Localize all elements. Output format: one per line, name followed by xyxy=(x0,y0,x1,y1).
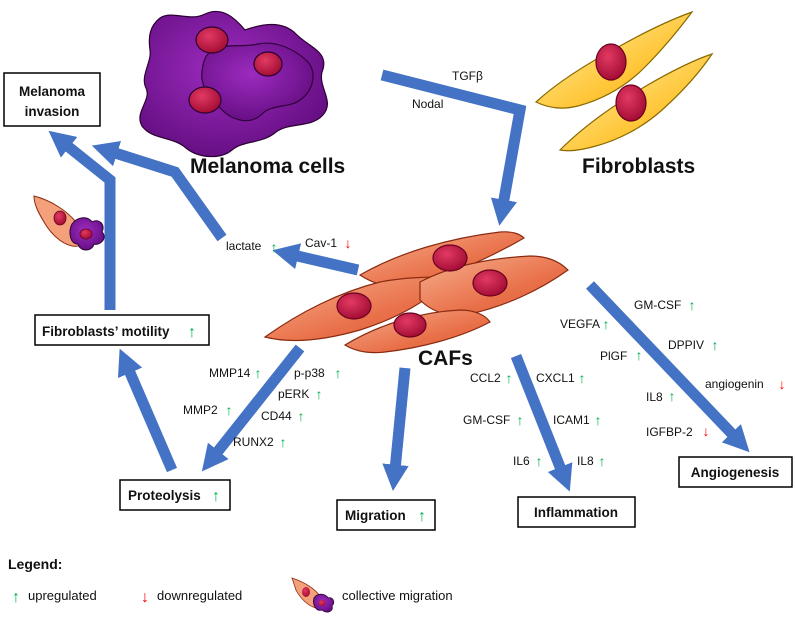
up-arrow-icon: ↑ xyxy=(669,388,676,404)
gmcsf-inflammation-label: GM-CSF xyxy=(463,413,510,427)
ccl2-label: CCL2 xyxy=(470,371,501,385)
cafs-illustration xyxy=(263,231,569,354)
fibroblast-nucleus xyxy=(595,43,627,81)
caf-nucleus xyxy=(336,292,372,320)
tgfb-label: TGFβ xyxy=(452,69,483,83)
mmp14-label: MMP14 xyxy=(209,366,251,380)
down-arrow-icon: ↓ xyxy=(141,589,149,606)
runx2-label: RUNX2 xyxy=(233,435,274,449)
vegfa-label: VEGFA xyxy=(560,317,600,331)
cafs-label: CAFs xyxy=(418,347,473,370)
cxcl1-label: CXCL1 xyxy=(536,371,575,385)
factor-labels: TGFβ Nodal lactate ↑ Cav-1 ↓ MMP14 ↑ p-p… xyxy=(183,69,786,469)
pigf-label: PlGF xyxy=(600,349,627,363)
melanoma-invasion-box: Melanoma invasion xyxy=(3,72,101,127)
up-arrow-icon: ↑ xyxy=(12,589,20,606)
cd44-label: CD44 xyxy=(261,409,292,423)
up-arrow-icon: ↑ xyxy=(255,365,262,381)
up-arrow-icon: ↑ xyxy=(226,402,233,418)
up-arrow-icon: ↑ xyxy=(316,386,323,402)
up-arrow-icon: ↑ xyxy=(536,453,543,469)
migration-box: Migration ↑ xyxy=(336,499,436,531)
up-arrow-icon: ↑ xyxy=(271,239,278,255)
legend-collective-migration: collective migration xyxy=(342,588,453,603)
arrow-proteolysis-to-motility xyxy=(117,348,178,473)
legend-title: Legend: xyxy=(8,556,62,572)
up-arrow-icon: ↑ xyxy=(517,412,524,428)
arrow-lactate-to-invasion xyxy=(91,141,227,242)
migration-label: Migration xyxy=(345,508,406,523)
up-arrow-icon: ↑ xyxy=(712,337,719,353)
fibroblast-nucleus xyxy=(615,84,647,122)
proteolysis-box: Proteolysis ↑ xyxy=(119,479,231,511)
angiogenesis-label: Angiogenesis xyxy=(691,465,780,480)
arrow-cafs-to-lactate xyxy=(272,243,360,276)
caf-nucleus xyxy=(393,312,427,338)
arrow-cafs-to-inflammation xyxy=(510,353,573,492)
il8-inflammation-label: IL8 xyxy=(577,454,594,468)
angiogenesis-box: Angiogenesis xyxy=(678,456,793,488)
melanoma-cells-label: Melanoma cells xyxy=(190,155,345,178)
melanoma-nucleus xyxy=(188,86,222,114)
up-arrow-icon: ↑ xyxy=(298,408,305,424)
fibroblasts-motility-label: Fibroblasts’ motility xyxy=(42,324,170,339)
legend-upregulated: upregulated xyxy=(28,588,97,603)
caf-nucleus xyxy=(472,269,508,297)
up-arrow-icon: ↑ xyxy=(599,453,606,469)
up-arrow-icon: ↑ xyxy=(579,370,586,386)
up-arrow-icon: ↑ xyxy=(603,316,610,332)
down-arrow-icon: ↓ xyxy=(345,235,352,251)
melanoma-nucleus xyxy=(253,51,283,77)
fibroblasts-illustration xyxy=(534,10,714,152)
il6-label: IL6 xyxy=(513,454,530,468)
fibroblasts-motility-box: Fibroblasts’ motility ↑ xyxy=(34,314,210,346)
arrow-cafs-to-proteolysis xyxy=(201,344,305,472)
up-arrow-icon: ↑ xyxy=(506,370,513,386)
arrow-motility-to-invasion xyxy=(48,130,116,310)
collective-migration-icon xyxy=(33,195,105,251)
up-arrow-icon: ↑ xyxy=(335,365,342,381)
mmp2-label: MMP2 xyxy=(183,403,218,417)
perk-label: pERK xyxy=(278,387,309,401)
up-arrow-icon: ↑ xyxy=(418,508,426,525)
arrows xyxy=(48,69,750,492)
il8-angiogenesis-label: IL8 xyxy=(646,390,663,404)
lactate-label: lactate xyxy=(226,239,262,253)
caf-nucleus xyxy=(432,244,468,272)
down-arrow-icon: ↓ xyxy=(779,376,786,392)
pp38-label: p-p38 xyxy=(294,366,325,380)
arrow-melanoma-to-cafs xyxy=(380,69,527,226)
igfbp2-label: IGFBP-2 xyxy=(646,425,693,439)
up-arrow-icon: ↑ xyxy=(595,412,602,428)
legend-downregulated: downregulated xyxy=(157,588,242,603)
gmcsf-angiogenesis-label: GM-CSF xyxy=(634,298,681,312)
melanoma-cells-illustration xyxy=(139,10,328,158)
cav1-label: Cav-1 xyxy=(305,236,337,250)
melanoma-invasion-label-line2: invasion xyxy=(25,104,80,119)
arrow-cafs-to-migration xyxy=(382,367,411,492)
melanoma-nucleus xyxy=(195,26,229,54)
melanoma-invasion-label-line1: Melanoma xyxy=(19,84,86,99)
up-arrow-icon: ↑ xyxy=(212,488,220,505)
legend: Legend: ↑ upregulated ↓ downregulated co… xyxy=(8,556,453,613)
up-arrow-icon: ↑ xyxy=(636,347,643,363)
arrow-cafs-to-angiogenesis xyxy=(586,281,750,453)
up-arrow-icon: ↑ xyxy=(188,324,196,341)
fibroblasts-label: Fibroblasts xyxy=(582,155,695,178)
angiogenin-label: angiogenin xyxy=(705,377,764,391)
proteolysis-label: Proteolysis xyxy=(128,488,201,503)
inflammation-box: Inflammation xyxy=(517,496,636,528)
down-arrow-icon: ↓ xyxy=(703,423,710,439)
dppiv-label: DPPIV xyxy=(668,338,704,352)
up-arrow-icon: ↑ xyxy=(280,434,287,450)
collective-migration-icon xyxy=(291,577,335,613)
nodal-label: Nodal xyxy=(412,97,443,111)
inflammation-label: Inflammation xyxy=(534,505,618,520)
icam1-label: ICAM1 xyxy=(553,413,590,427)
up-arrow-icon: ↑ xyxy=(689,297,696,313)
